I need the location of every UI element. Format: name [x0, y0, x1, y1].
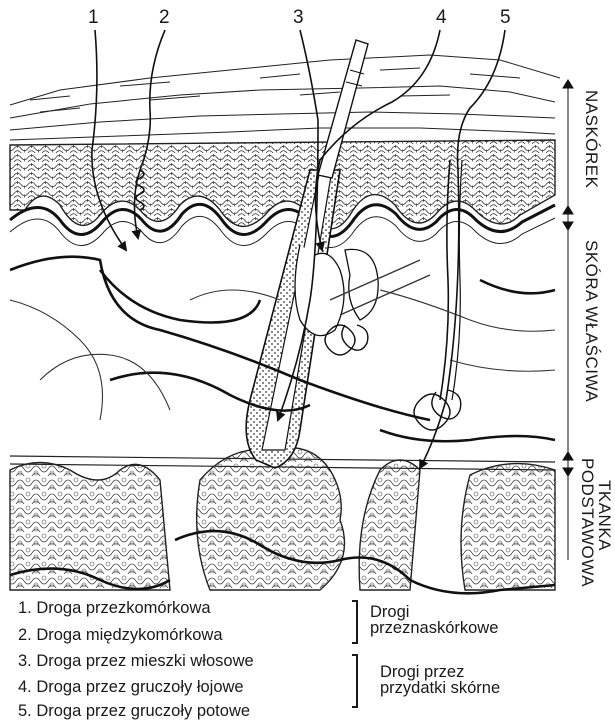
bracket-appendageal: [352, 654, 358, 708]
label-dermis: SKÓRA WŁAŚCIWA: [581, 240, 601, 402]
label-hypodermis-line1: TKANKA: [594, 480, 614, 551]
group-appendageal-line2: przydatki skórne: [380, 680, 500, 697]
label-epidermis: NASKÓREK: [581, 90, 601, 188]
legend-item-3: 3. Droga przez mieszki włosowe: [18, 653, 254, 670]
layer-boundary-markers: [563, 80, 573, 560]
label-hypodermis-line2: PODSTAWOWA: [577, 458, 597, 587]
skin-diagram: 1 2 3 4 5: [0, 0, 615, 705]
sebaceous-gland: [295, 245, 378, 336]
legend-item-2: 2. Droga międzykomórkowa: [18, 627, 223, 644]
legend-item-5: 5. Droga przez gruczoły potowe: [18, 703, 250, 720]
bracket-transepidermal: [352, 600, 358, 644]
stratum-corneum: [10, 55, 560, 140]
legend-item-1: 1. Droga przezkomórkowa: [18, 600, 211, 617]
legend-item-4: 4. Droga przez gruczoły łojowe: [18, 679, 244, 696]
group-transepidermal-line2: przeznaskórkowe: [370, 620, 498, 637]
